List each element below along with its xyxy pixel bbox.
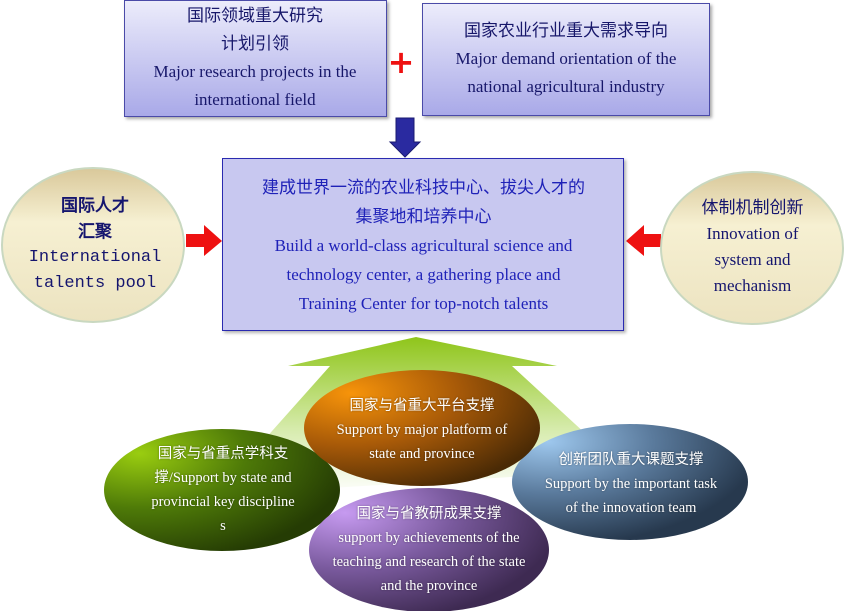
line: 国家与省重大平台支撑	[349, 398, 495, 414]
line: 国家农业行业重大需求导向	[464, 21, 668, 40]
national-demand-box	[422, 3, 710, 116]
center-goal-text: 建成世界一流的农业科技中心、拔尖人才的 集聚地和培养中心 Build a wor…	[222, 160, 625, 330]
international-research-box	[124, 0, 387, 117]
left-ellipse-shape	[1, 167, 185, 323]
line: 国家与省教研成果支撑	[356, 506, 502, 522]
line: provincial key discipline	[151, 494, 295, 510]
down-arrow-icon	[388, 117, 422, 158]
national-demand-text: 国家农业行业重大需求导向 Major demand orientation of…	[422, 3, 710, 115]
system-innovation-text: 体制机制创新 Innovation of system and mechanis…	[665, 182, 840, 312]
right-pointing-red-arrow	[186, 225, 222, 256]
line: Major research projects in the	[153, 62, 357, 81]
line: 建成世界一流的农业科技中心、拔尖人才的	[262, 177, 585, 197]
international-research-text: 国际领域重大研究 计划引领 Major research projects in…	[124, 0, 386, 116]
line: 集聚地和培养中心	[355, 206, 492, 226]
line: and the province	[380, 578, 478, 594]
achievements-support-text: 国家与省教研成果支撑 support by achievements of th…	[312, 500, 546, 600]
line: of the innovation team	[565, 500, 697, 516]
disciplines-support-text: 国家与省重点学科支 撑/Support by state and provinc…	[118, 436, 328, 544]
line: technology center, a gathering place and	[286, 264, 561, 284]
line: system and	[714, 250, 791, 269]
line: international field	[194, 90, 316, 109]
line: Support by major platform of	[336, 422, 508, 438]
line: 国际人才	[61, 196, 129, 215]
line: Major demand orientation of the	[455, 49, 677, 68]
achievements-ellipse	[309, 488, 549, 611]
line: state and province	[369, 446, 475, 462]
platform-ellipse	[304, 370, 540, 486]
line: teaching and research of the state	[332, 554, 526, 570]
disciplines-ellipse	[104, 429, 340, 551]
line: 国家与省重点学科支	[157, 446, 289, 462]
platform-support-text: 国家与省重大平台支撑 Support by major platform of …	[310, 390, 534, 470]
line: 国际领域重大研究	[187, 6, 323, 25]
left-pointing-red-arrow	[626, 225, 661, 256]
line: national agricultural industry	[467, 77, 665, 96]
right-ellipse-shape	[660, 171, 844, 325]
line: Training Center for top-notch talents	[298, 293, 549, 313]
line: mechanism	[713, 276, 792, 295]
line: 撑/Support by state and	[154, 470, 292, 486]
line: 体制机制创新	[701, 198, 804, 217]
line: Build a world-class agricultural science…	[274, 235, 573, 255]
center-goal-box	[222, 158, 624, 331]
international-talents-text: 国际人才 汇聚 International talents pool	[10, 180, 180, 310]
line: 汇聚	[78, 222, 112, 241]
plus-icon: +	[387, 43, 415, 81]
line: s	[220, 518, 226, 534]
line: talents pool	[33, 274, 157, 293]
innovation-team-ellipse	[512, 424, 748, 540]
line: support by achievements of the	[338, 530, 520, 546]
innovation-team-support-text: 创新团队重大课题支撑 Support by the important task…	[517, 446, 745, 522]
line: Support by the important task	[544, 476, 718, 492]
line: Innovation of	[706, 224, 799, 243]
line: International	[28, 248, 162, 267]
line: 创新团队重大课题支撑	[558, 452, 704, 468]
line: 计划引领	[221, 34, 289, 53]
